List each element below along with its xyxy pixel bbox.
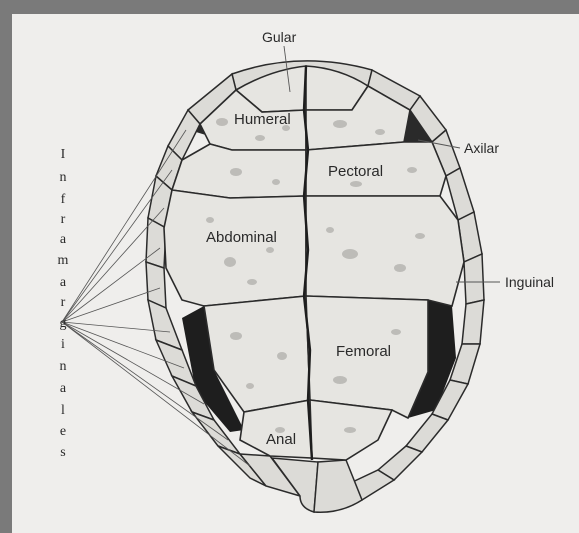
inframarginales-letter: f [61,192,66,207]
inframarginales-letter: r [61,295,66,310]
axilar-label: Axilar [464,140,499,156]
inframarginales-letter: n [60,170,67,185]
pectoral-label: Pectoral [328,163,383,180]
inframarginales-letter: m [58,253,69,268]
inguinal-label: Inguinal [505,274,554,290]
inframarginales-letter: I [61,147,66,162]
femoral-label: Femoral [336,343,391,360]
inframarginales-letter: a [60,381,67,396]
abdominal-label: Abdominal [206,229,277,246]
inframarginales-letter: s [60,445,65,460]
anal-label: Anal [266,431,296,448]
inframarginales-label: I n f r a m a r g i n a l e s [58,147,69,460]
gular-label: Gular [262,29,297,45]
abdominal-scute-left [164,190,306,306]
inframarginales-letter: a [60,232,67,247]
humeral-label: Humeral [234,111,291,128]
inframarginales-letter: a [60,275,67,290]
inframarginales-letter: n [60,359,67,374]
abdominal-scute-right [306,196,464,306]
inframarginales-letter: i [61,337,65,352]
inframarginales-letter: r [61,212,66,227]
inframarginales-letter: g [60,316,67,331]
inframarginales-letter: l [61,403,65,418]
inframarginales-letter: e [60,424,66,439]
